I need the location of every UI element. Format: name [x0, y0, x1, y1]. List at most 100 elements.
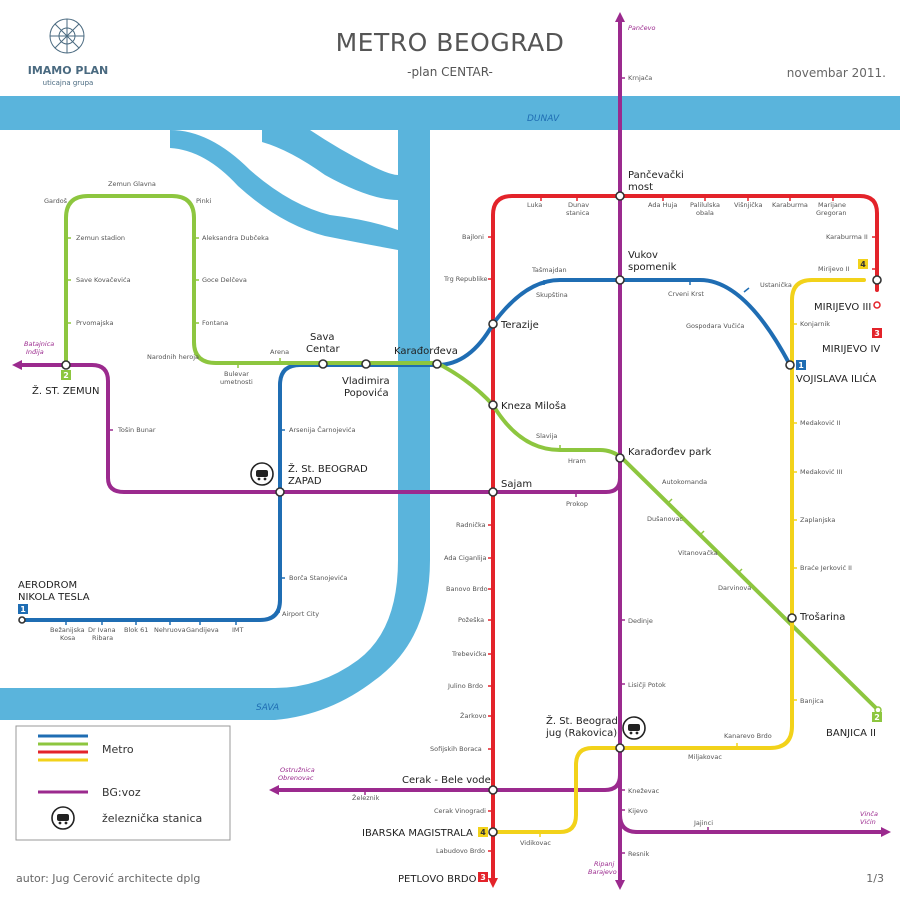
- minor-miljakovac: Miljakovac: [688, 753, 722, 761]
- badge-line1-aerodrom-text: 1: [20, 605, 26, 614]
- minor-gardos: Gardoš: [44, 197, 68, 205]
- station-vukov-spomenik[interactable]: [615, 275, 625, 285]
- label-karadjordjeva: Karađorđeva: [394, 346, 458, 357]
- minor-karaburma-ii: Karaburma II: [826, 233, 868, 241]
- minor-julino-brdo: Julino Brdo: [447, 682, 483, 690]
- minor-kanarevo-brdo: Kanarevo Brdo: [724, 732, 772, 740]
- minor-darvinova: Darvinova: [718, 584, 751, 592]
- bgvoz-line-west: [16, 363, 622, 494]
- minor-slavija: Slavija: [536, 432, 557, 440]
- minor-crveni-krst: Crveni Krst: [668, 290, 704, 298]
- sava-river: [0, 688, 275, 720]
- minor-station-ticks: [65, 77, 877, 854]
- arrow-sw: [269, 785, 279, 795]
- minor-sofijskih-boraca: Sofijskih Boraca: [430, 745, 482, 753]
- minor-blok-61: Blok 61: [124, 626, 148, 634]
- label-terazije: Terazije: [500, 320, 539, 331]
- station-vojislava-ilica[interactable]: [785, 360, 795, 370]
- minor-ada-huja: Ada Huja: [648, 201, 677, 209]
- badge-line1-vojislava: [796, 360, 806, 370]
- station-beograd-jug[interactable]: [615, 743, 625, 753]
- minor-jajinci: Jajinci: [693, 819, 713, 827]
- label-karadjordjev-park: Karađorđev park: [628, 447, 712, 458]
- label-ibarska: IBARSKA MAGISTRALA: [362, 828, 473, 839]
- minor-gandijeva: Gandijeva: [186, 626, 219, 634]
- minor-hram: Hram: [568, 457, 586, 465]
- legend-rail-icon: [51, 806, 75, 830]
- minor-medakovic-iii: Medaković III: [800, 468, 842, 476]
- badge-line2-banjica: [872, 712, 882, 722]
- station-karadjordjeva[interactable]: [432, 359, 442, 369]
- sava-river-vertical: [275, 130, 430, 720]
- logo-icon: [49, 18, 85, 54]
- badge-line3-mirijevo: [872, 328, 882, 338]
- station-sajam[interactable]: [488, 487, 498, 497]
- line-3: [491, 194, 879, 882]
- minor-krnjaca: Krnjača: [628, 74, 652, 82]
- minor-cerak-vinogradi: Cerak Vinogradi: [434, 807, 486, 815]
- minor-labudovo-brdo: Labudovo Brdo: [436, 847, 485, 855]
- station-karadjordjev-park[interactable]: [615, 453, 625, 463]
- minor-zeleznik: Železnik: [352, 793, 380, 802]
- minor-banovo-brdo: Banovo Brdo: [446, 585, 488, 593]
- station-kneza-milosa[interactable]: [488, 400, 498, 410]
- minor-mirijevo-ii: Mirijevo II: [818, 265, 850, 273]
- bgvoz-line-se: [618, 813, 887, 834]
- minor-autokomanda: Autokomanda: [662, 478, 707, 486]
- minor-zemun-stadion: Zemun stadion: [76, 234, 125, 242]
- minor-vidikovac: Vidikovac: [520, 839, 551, 847]
- minor-banjica: Banjica: [800, 697, 824, 705]
- minor-dedinje: Dedinje: [628, 617, 653, 625]
- badge-line1-vojislava-text: 1: [798, 361, 804, 370]
- legend: Metro BG:voz železnička stanica: [15, 725, 231, 841]
- station-sava-centar[interactable]: [318, 359, 328, 369]
- minor-knezevac: Kneževac: [628, 787, 660, 795]
- map-title: METRO BEOGRAD: [335, 28, 565, 57]
- station-ibarska[interactable]: [488, 827, 498, 837]
- minor-save-kovacevica: Save Kovačevića: [76, 276, 131, 284]
- station-mirijevo-iii[interactable]: [872, 275, 882, 285]
- terminal-badges: 1 2 2 3 3 4 4 1: [18, 259, 882, 882]
- station-aerodrom[interactable]: [18, 616, 26, 624]
- minor-konjarnik: Konjarnik: [800, 320, 830, 328]
- station-trosarina[interactable]: [787, 613, 797, 623]
- minor-vitanovacka: Vitanovačka: [678, 549, 718, 557]
- station-cerak[interactable]: [488, 785, 498, 795]
- arrow-west: [12, 360, 22, 370]
- river-label-sava: SAVA: [256, 703, 279, 713]
- label-banjica-ii: BANJICA II: [826, 728, 876, 739]
- station-zemun[interactable]: [61, 360, 71, 370]
- minor-narodnih-heroja: Narodnih heroja: [147, 353, 199, 361]
- rail-icon-jug: [622, 716, 646, 740]
- station-terazije[interactable]: [488, 319, 498, 329]
- station-mirijevo-iv-end[interactable]: [873, 301, 881, 309]
- logo-name: IMAMO PLAN: [27, 64, 109, 77]
- station-pancevacki-most[interactable]: [615, 191, 625, 201]
- river-label-dunav: DUNAV: [527, 114, 560, 124]
- author-credit: autor: Jug Cerović architecte dplg: [16, 872, 201, 885]
- station-beograd-zapad[interactable]: [275, 487, 285, 497]
- minor-arsenija-carnojevica: Arsenija Čarnojevića: [289, 425, 355, 434]
- minor-trg-republike: Trg Republike: [443, 275, 488, 283]
- minor-imt: IMT: [232, 626, 244, 634]
- minor-bajloni: Bajloni: [462, 233, 484, 241]
- badge-line4-mirijevo: [858, 259, 868, 269]
- minor-prvomajska: Prvomajska: [76, 319, 113, 327]
- minor-skupstina: Skupština: [536, 291, 568, 299]
- arrow-se: [881, 827, 891, 837]
- badge-line3-petlovo-text: 3: [480, 873, 486, 882]
- station-vladimira-popovica[interactable]: [361, 359, 371, 369]
